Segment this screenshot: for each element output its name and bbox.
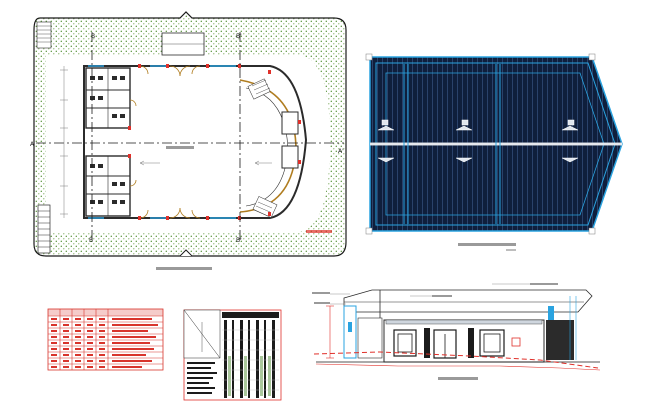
stair-right-treads	[251, 79, 273, 217]
door-swings	[129, 65, 201, 219]
hall-arrows	[139, 160, 272, 166]
plan-title-bar	[156, 267, 212, 270]
hall-label-bar	[166, 146, 194, 149]
elevation-title-bar	[438, 377, 478, 380]
section-lines	[36, 32, 344, 240]
elevation-openings	[393, 329, 505, 359]
marker-b-top-right: B'	[236, 33, 242, 40]
marker-b-top-left: B	[91, 33, 95, 40]
marker-b-bottom-left: B	[89, 237, 93, 244]
roof-drain-symbols	[377, 119, 579, 163]
column-markers	[128, 64, 301, 220]
stair-top-left	[36, 21, 52, 49]
windows	[88, 65, 236, 219]
marker-a-left: A	[30, 141, 35, 148]
building-outline	[83, 65, 308, 219]
roof-title-bar	[458, 243, 516, 246]
marker-b-bottom-right: B'	[236, 237, 242, 244]
marker-a-right: A'	[338, 148, 344, 155]
opening-schedule-table	[183, 309, 282, 401]
schedule-table	[47, 308, 164, 371]
roof-plan	[365, 53, 623, 251]
stair-bottom-left	[37, 204, 51, 254]
front-elevation	[312, 283, 601, 380]
floor-plan: B B' B B' A A'	[30, 11, 347, 270]
restroom-fixtures	[90, 76, 125, 204]
